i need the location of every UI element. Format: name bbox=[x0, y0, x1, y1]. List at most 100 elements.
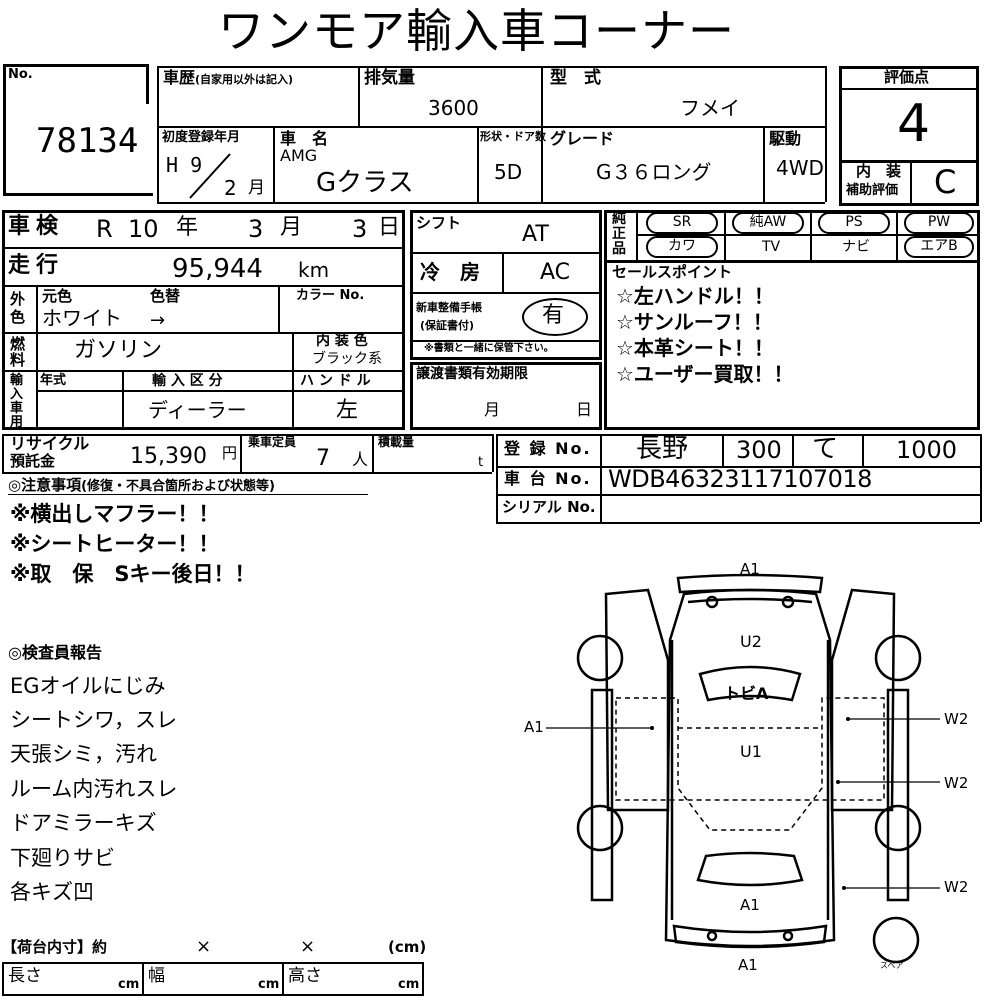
interior-color-value: ブラック系 bbox=[312, 351, 382, 367]
capacity-label: 乗車定員 bbox=[248, 435, 297, 449]
model-label: 型 式 bbox=[550, 68, 601, 88]
interior-rating-label-1: 内 装 bbox=[856, 162, 902, 180]
chassis-label: 車 台 No. bbox=[504, 469, 592, 488]
recycle-value: 15,390 bbox=[130, 444, 207, 469]
sales-point-1: ☆左ハンドル！！ bbox=[616, 284, 774, 308]
maintenance-label-1: 新車整備手帳 bbox=[416, 301, 482, 314]
grade-value: G３６ロング bbox=[596, 160, 712, 184]
diagram-label-topia: トビA bbox=[724, 684, 769, 703]
recycle-label-2: 預託金 bbox=[10, 452, 56, 470]
equip-ps: PS bbox=[818, 212, 890, 234]
cargo-unit: (cm) bbox=[388, 938, 427, 956]
date-slash bbox=[189, 153, 231, 199]
handle-label: ハ ン ド ル bbox=[300, 373, 371, 389]
rating-box bbox=[839, 66, 979, 206]
mileage-value: 95,944 bbox=[172, 254, 263, 284]
interior-rating-label-2: 補助評価 bbox=[846, 183, 899, 198]
page-title: ワンモア輸入車コーナー bbox=[218, 4, 735, 58]
equip-genuine-aw: 純AW bbox=[732, 212, 804, 234]
first-registration-month: 2 bbox=[224, 176, 237, 200]
recycle-unit: 円 bbox=[222, 444, 238, 462]
color-change-arrow: → bbox=[150, 310, 166, 331]
inspector-item-1: EGオイルにじみ bbox=[10, 674, 166, 698]
capacity-unit: 人 bbox=[352, 450, 369, 469]
inspection-era: R bbox=[96, 215, 113, 243]
transfer-doc-box bbox=[410, 362, 602, 430]
transfer-month-unit: 月 bbox=[484, 400, 501, 419]
inspector-item-5: ドアミラーキズ bbox=[10, 811, 157, 835]
equipment-box bbox=[604, 210, 980, 430]
note-1: ※横出しマフラー！！ bbox=[10, 502, 220, 526]
diagram-label-u2: U2 bbox=[740, 632, 762, 651]
doors-label: 形状・ドア数 bbox=[480, 130, 546, 143]
model-value: フメイ bbox=[680, 96, 740, 120]
car-maker-value: AMG bbox=[280, 146, 318, 165]
import-type-value: ディーラー bbox=[148, 398, 247, 422]
inspection-month-unit: 月 bbox=[280, 215, 303, 240]
fuel-label: 燃料 bbox=[10, 335, 26, 369]
color-changed-label: 色替 bbox=[150, 287, 181, 305]
color-original-label: 元色 bbox=[42, 287, 73, 305]
color-code-label: カラー No. bbox=[296, 288, 365, 303]
equip-sr: SR bbox=[646, 212, 718, 234]
shift-ac-table bbox=[410, 210, 602, 360]
shift-value: AT bbox=[522, 222, 549, 247]
diagram-label-w2-2: W2 bbox=[944, 774, 969, 792]
mileage-unit: km bbox=[298, 258, 330, 282]
fuel-value: ガソリン bbox=[74, 338, 163, 363]
equip-tv: TV bbox=[762, 239, 781, 255]
import-type-label: 輸 入 区 分 bbox=[152, 373, 223, 389]
notes-heading: ◎注意事項(修復・不具合箇所および状態等) bbox=[8, 476, 275, 494]
car-name-label: 車 名 bbox=[280, 129, 329, 148]
diagram-label-w2-3: W2 bbox=[944, 878, 969, 896]
chassis-value: WDB46323117107018 bbox=[608, 465, 872, 493]
color-group-label: 外色 bbox=[10, 290, 26, 326]
load-unit: t bbox=[478, 455, 484, 470]
cargo-x2: × bbox=[300, 936, 316, 957]
displacement-label: 排気量 bbox=[364, 68, 415, 88]
transfer-day-unit: 日 bbox=[576, 400, 593, 419]
grade-label: グレード bbox=[550, 129, 615, 148]
inspector-item-2: シートシワ，スレ bbox=[10, 708, 177, 732]
mileage-label: 走行 bbox=[8, 253, 65, 278]
inspection-month: 3 bbox=[248, 215, 264, 243]
car-damage-diagram bbox=[546, 573, 940, 964]
interior-color-label: 内 装 色 bbox=[316, 333, 368, 349]
inspection-day-unit: 日 bbox=[378, 215, 401, 240]
cargo-length-label: 長さ bbox=[8, 966, 42, 986]
equip-airbag: エアB bbox=[904, 236, 974, 258]
registration-area: 長野 bbox=[636, 434, 689, 464]
diagram-label-u1: U1 bbox=[740, 742, 762, 761]
rating-value: 4 bbox=[897, 94, 931, 154]
inspector-item-4: ルーム内汚れスレ bbox=[10, 777, 178, 801]
cargo-label: 【荷台内寸】約 bbox=[2, 938, 108, 956]
inspector-item-7: 各キズ凹 bbox=[10, 880, 94, 904]
note-2: ※シートヒーター！！ bbox=[10, 532, 220, 556]
shift-label: シフト bbox=[416, 214, 462, 232]
cargo-width-unit: cm bbox=[258, 977, 280, 992]
ac-label: 冷 房 bbox=[420, 260, 480, 284]
first-registration-era: H 9 bbox=[166, 153, 203, 177]
import-year-label: 年式 bbox=[40, 373, 67, 388]
import-group-label: 輸入車用 bbox=[10, 373, 24, 430]
diagram-label-left-a1: A1 bbox=[524, 718, 544, 736]
equip-leather: カワ bbox=[646, 236, 718, 258]
sales-point-2: ☆サンルーフ！！ bbox=[616, 310, 773, 334]
cargo-width-label: 幅 bbox=[148, 966, 165, 986]
equipment-label: 純正品 bbox=[612, 211, 626, 257]
maintenance-value-circle bbox=[522, 298, 588, 336]
registration-class: 300 bbox=[736, 436, 782, 464]
first-registration-label: 初度登録年月 bbox=[162, 130, 241, 145]
history-label: 車歴(自家用以外は記入) bbox=[163, 68, 294, 87]
equip-navi: ナビ bbox=[842, 239, 870, 255]
displacement-value: 3600 bbox=[428, 96, 479, 120]
maintenance-note: ※書類と一緒に保管下さい。 bbox=[424, 343, 554, 354]
transfer-doc-label: 譲渡書類有効期限 bbox=[416, 366, 528, 382]
first-registration-month-unit: 月 bbox=[248, 178, 265, 198]
inspector-item-6: 下廻りサビ bbox=[10, 846, 115, 870]
sales-point-4: ☆ユーザー買取！！ bbox=[616, 362, 794, 386]
diagram-label-front-a1: A1 bbox=[740, 560, 760, 578]
diagram-label-bottom-a1: A1 bbox=[738, 956, 758, 974]
inspection-year: 10 bbox=[128, 215, 159, 243]
car-name-value: Gクラス bbox=[316, 168, 414, 198]
